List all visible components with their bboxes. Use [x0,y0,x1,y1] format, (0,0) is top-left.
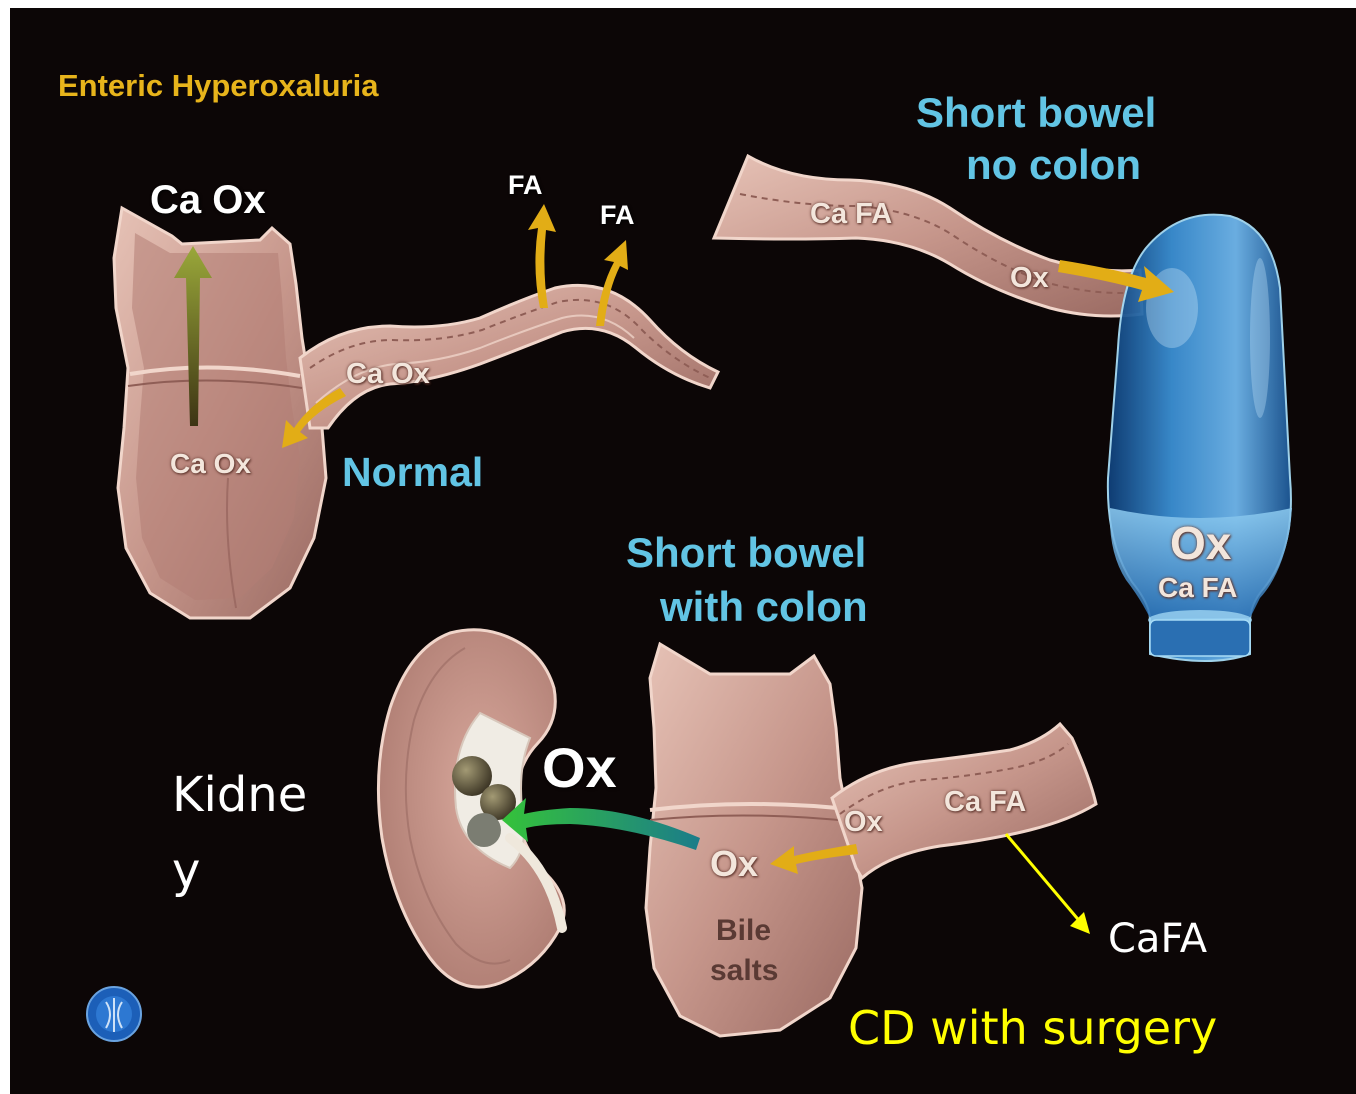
no-colon-label-line1: Short bowel [916,92,1156,134]
normal-intestine-label: Ca Ox [346,360,430,389]
cd-surgery-annotation: CD with surgery [848,1002,1217,1055]
kidney [378,630,564,987]
diagram-title: Enteric Hyperoxaluria [58,70,378,101]
bag-label-1: Ox [1170,520,1231,566]
normal-panel-label: Normal [342,452,483,493]
kidney-annotation-line1: Kidne [172,768,307,823]
kidney-annotation-line2: y [172,844,200,899]
with-colon-label-line2: with colon [660,586,868,628]
colon-stomach-label: Ox [710,846,758,882]
bag-label-2: Ca FA [1158,574,1237,602]
normal-fa-label-2: FA [600,202,635,229]
colon-intestine-label-1: Ca FA [944,788,1026,817]
kidney-arrow-label: Ox [542,740,617,796]
normal-intestine [300,285,718,428]
bile-salts-line1: Bile [716,916,771,946]
normal-stomach-top-label: Ca Ox [150,180,266,220]
cafa-annotation: CaFA [1108,916,1207,962]
diagram-stage: Enteric Hyperoxaluria Ca Ox Ca Ox Ca Ox … [10,8,1356,1094]
normal-fa-label-1: FA [508,172,543,199]
no-colon-intestine-label-1: Ca FA [810,200,892,229]
bile-salts-line2: salts [710,956,778,986]
colon-intestine-label-2: Ox [844,808,883,837]
logo-icon [87,987,141,1041]
no-colon-label-line2: no colon [966,144,1141,186]
with-colon-label-line1: Short bowel [626,532,866,574]
normal-stomach-inner-label: Ca Ox [170,450,251,478]
no-colon-intestine-label-2: Ox [1010,264,1049,293]
normal-stomach [114,208,326,618]
